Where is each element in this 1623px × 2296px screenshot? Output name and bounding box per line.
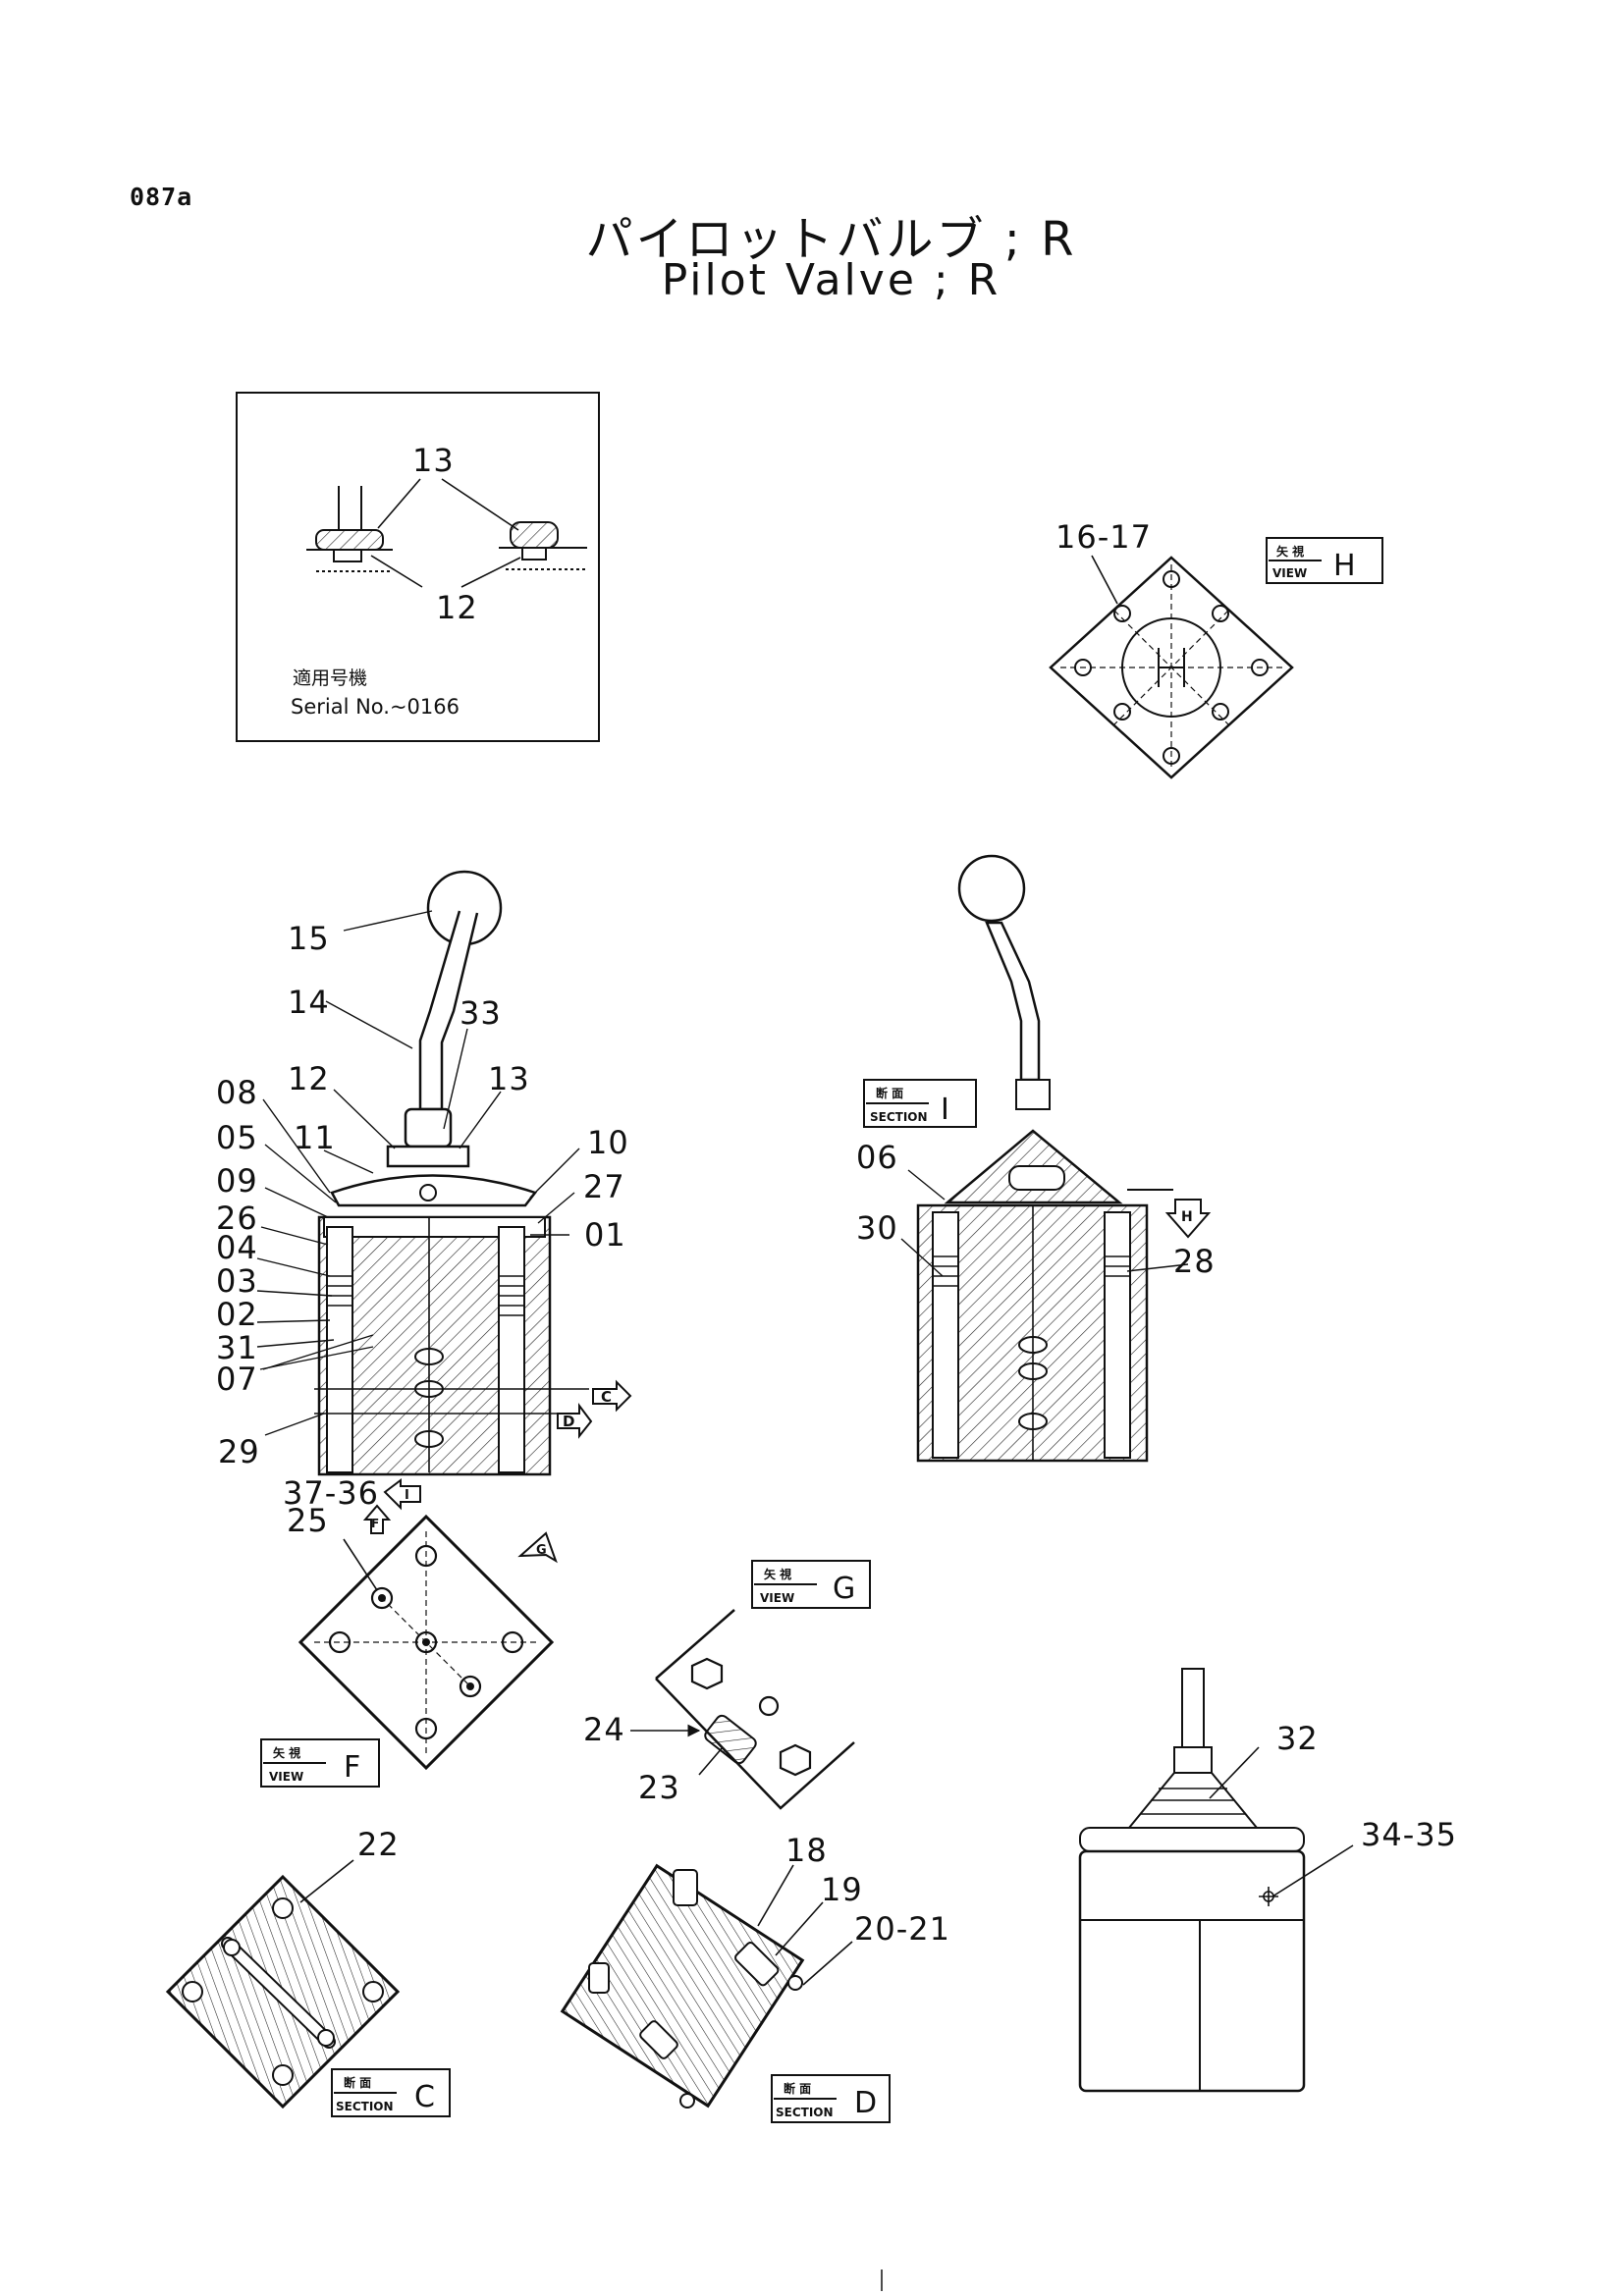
title-english: Pilot Valve ; R: [661, 255, 1001, 305]
label-31: 31: [216, 1329, 258, 1366]
section-arrow-i: I: [383, 1478, 421, 1511]
section-d-label-20-21: 20-21: [854, 1910, 950, 1948]
svg-text:F: F: [344, 1750, 360, 1785]
inset-serial: Serial No.~0166: [291, 695, 460, 719]
section-i-label-28: 28: [1173, 1243, 1216, 1280]
svg-text:G: G: [833, 1572, 855, 1606]
view-arrow-f: F: [362, 1504, 392, 1534]
label-11: 11: [294, 1119, 336, 1156]
inset-right-part: [499, 521, 587, 570]
label-01: 01: [584, 1216, 626, 1254]
external-label-32: 32: [1276, 1720, 1319, 1757]
svg-text:VIEW: VIEW: [269, 1770, 303, 1784]
page-code: 087a: [130, 183, 193, 211]
svg-text:SECTION: SECTION: [870, 1110, 928, 1124]
view-h-tag: 矢 視 VIEW H: [1266, 537, 1383, 584]
label-02: 02: [216, 1296, 258, 1333]
view-arrow-h: H: [1164, 1199, 1212, 1239]
svg-text:H: H: [1181, 1209, 1193, 1225]
view-h: 16-17 矢 視 VIEW H: [1049, 518, 1383, 779]
view-f-label-25: 25: [287, 1502, 329, 1539]
main-assembly: C D I F G: [216, 870, 632, 1564]
label-14: 14: [288, 984, 330, 1021]
svg-text:断 面: 断 面: [876, 1086, 903, 1100]
view-g-tag: 矢 視 VIEW G: [751, 1560, 871, 1609]
view-f: 25 矢 視 VIEW F: [260, 1502, 555, 1788]
label-13: 13: [488, 1060, 530, 1097]
label-29: 29: [218, 1433, 260, 1470]
section-i: H 06 30 28 断 面 SECTION I: [856, 854, 1216, 1463]
section-c: 22 断 面 SECTION C: [165, 1826, 451, 2117]
label-08: 08: [216, 1074, 258, 1111]
section-c-label-22: 22: [357, 1826, 400, 1863]
inset-label-12: 12: [436, 589, 478, 626]
svg-text:VIEW: VIEW: [760, 1591, 794, 1605]
svg-text:矢 視: 矢 視: [1276, 544, 1304, 559]
svg-text:F: F: [371, 1517, 379, 1530]
svg-text:D: D: [563, 1413, 574, 1430]
svg-text:断 面: 断 面: [784, 2081, 811, 2096]
svg-text:SECTION: SECTION: [336, 2100, 394, 2113]
section-arrow-d: D: [557, 1403, 593, 1439]
external-view: 32 34-35: [1078, 1668, 1457, 2093]
section-d-label-18: 18: [785, 1832, 828, 1869]
label-12: 12: [288, 1060, 330, 1097]
section-d-tag: 断 面 SECTION D: [771, 2074, 891, 2123]
label-15: 15: [288, 920, 330, 957]
view-f-tag: 矢 視 VIEW F: [260, 1738, 380, 1788]
label-33: 33: [460, 994, 502, 1032]
inset-left-part: [306, 486, 393, 572]
view-g: 24 23 矢 視 VIEW G: [583, 1560, 871, 1810]
label-37-36: 37-36: [283, 1474, 379, 1512]
svg-text:VIEW: VIEW: [1272, 566, 1307, 580]
svg-text:断 面: 断 面: [344, 2075, 371, 2090]
label-27: 27: [583, 1168, 625, 1205]
section-c-tag: 断 面 SECTION C: [331, 2068, 451, 2117]
svg-text:SECTION: SECTION: [776, 2106, 834, 2119]
section-d: 18 19 20-21 断 面 SECTION D: [560, 1832, 950, 2123]
section-i-label-30: 30: [856, 1209, 898, 1247]
label-05: 05: [216, 1119, 258, 1156]
title-japanese: パイロットバルブ ; R: [585, 212, 1077, 267]
view-arrow-g: G: [517, 1531, 558, 1564]
label-26: 26: [216, 1200, 258, 1237]
external-label-34-35: 34-35: [1361, 1816, 1457, 1853]
svg-text:C: C: [414, 2080, 435, 2114]
label-10: 10: [587, 1124, 629, 1161]
view-g-label-23: 23: [638, 1769, 680, 1806]
label-04: 04: [216, 1229, 258, 1266]
svg-text:矢 視: 矢 視: [764, 1567, 791, 1581]
svg-text:矢 視: 矢 視: [273, 1745, 300, 1760]
label-09: 09: [216, 1162, 258, 1200]
svg-text:I: I: [405, 1488, 409, 1503]
inset-serial-detail: 13 12 適用号機 Serial No.~0166: [236, 392, 600, 742]
inset-label-13: 13: [412, 442, 455, 479]
section-i-label-06: 06: [856, 1139, 898, 1176]
svg-text:H: H: [1333, 549, 1356, 583]
label-07: 07: [216, 1361, 258, 1398]
view-g-label-24: 24: [583, 1711, 625, 1748]
svg-text:G: G: [536, 1543, 547, 1558]
section-arrow-c: C: [592, 1379, 632, 1413]
label-03: 03: [216, 1262, 258, 1300]
svg-text:C: C: [601, 1388, 612, 1406]
svg-text:I: I: [941, 1093, 949, 1127]
section-i-tag: 断 面 SECTION I: [863, 1079, 977, 1128]
svg-text:D: D: [854, 2086, 877, 2120]
section-d-label-19: 19: [821, 1871, 863, 1908]
inset-applicable-jp: 適用号機: [293, 667, 367, 689]
view-h-label-16-17: 16-17: [1055, 518, 1152, 556]
